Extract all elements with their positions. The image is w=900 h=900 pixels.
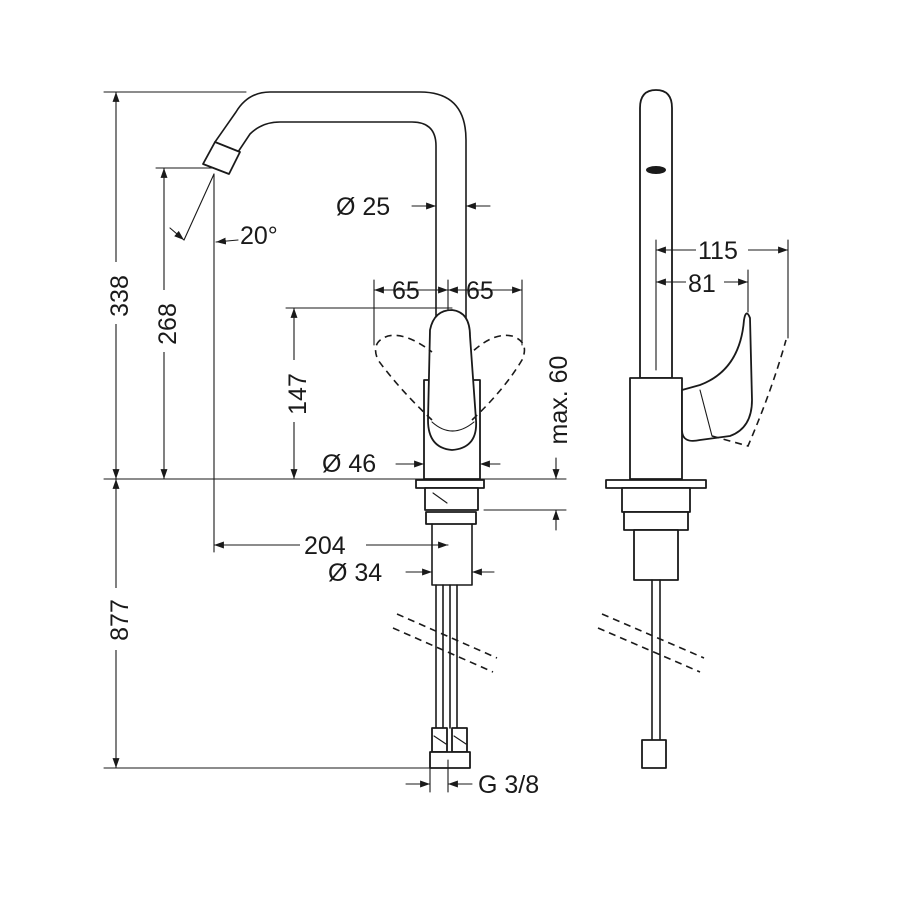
dim-connection-thread: G 3/8 [478, 771, 539, 799]
dim-side-depth: 81 [688, 270, 716, 298]
side-aerator [646, 166, 666, 174]
side-view [597, 89, 787, 769]
base-plate [415, 479, 485, 489]
spout-outer-line [214, 91, 467, 319]
dim-body-diameter: Ø 46 [322, 450, 376, 478]
side-base-plate [605, 479, 707, 489]
dim-total-height: 338 [106, 275, 134, 317]
side-gasket [621, 487, 691, 513]
lever-handle [427, 309, 477, 451]
spout-aerator [202, 141, 241, 175]
dim-spout-angle: 20° [240, 222, 278, 250]
lever-handle-detail [431, 421, 475, 432]
break-lines-side [597, 613, 705, 673]
dim-max-countertop: max. 60 [545, 356, 573, 445]
side-lever [681, 312, 753, 442]
side-shank [633, 529, 679, 581]
side-spout [639, 89, 673, 379]
break-lines-front [392, 613, 498, 673]
gasket-detail [432, 492, 448, 504]
lever-swing-left [374, 334, 433, 421]
side-lever-swing [711, 339, 787, 447]
dim-lever-height: 147 [284, 373, 312, 415]
dim-lever-swing-right: 65 [466, 277, 494, 305]
side-body [629, 377, 683, 480]
supply-hoses [429, 584, 471, 769]
hose-nut [429, 751, 471, 769]
front-view [202, 91, 526, 769]
dim-spout-reach: 204 [304, 532, 346, 560]
dim-hose-length: 877 [106, 599, 134, 641]
lever-swing-right [471, 334, 526, 421]
dim-side-depth-open: 115 [698, 237, 738, 265]
dimension-labels: 338 268 147 877 max. 60 20° Ø 25 65 65 Ø… [100, 193, 748, 799]
dim-spout-outlet-height: 268 [154, 303, 182, 345]
dim-shank-diameter: Ø 34 [328, 559, 382, 587]
dim-lever-swing-left: 65 [392, 277, 420, 305]
shank [431, 523, 473, 586]
spout-inner-line [237, 121, 437, 319]
base-gasket [424, 487, 479, 511]
side-hose-nut [641, 739, 667, 769]
mount-nut [425, 511, 477, 525]
side-lever-detail [699, 389, 713, 437]
dim-spout-diameter: Ø 25 [336, 193, 390, 221]
side-nut [623, 511, 689, 531]
